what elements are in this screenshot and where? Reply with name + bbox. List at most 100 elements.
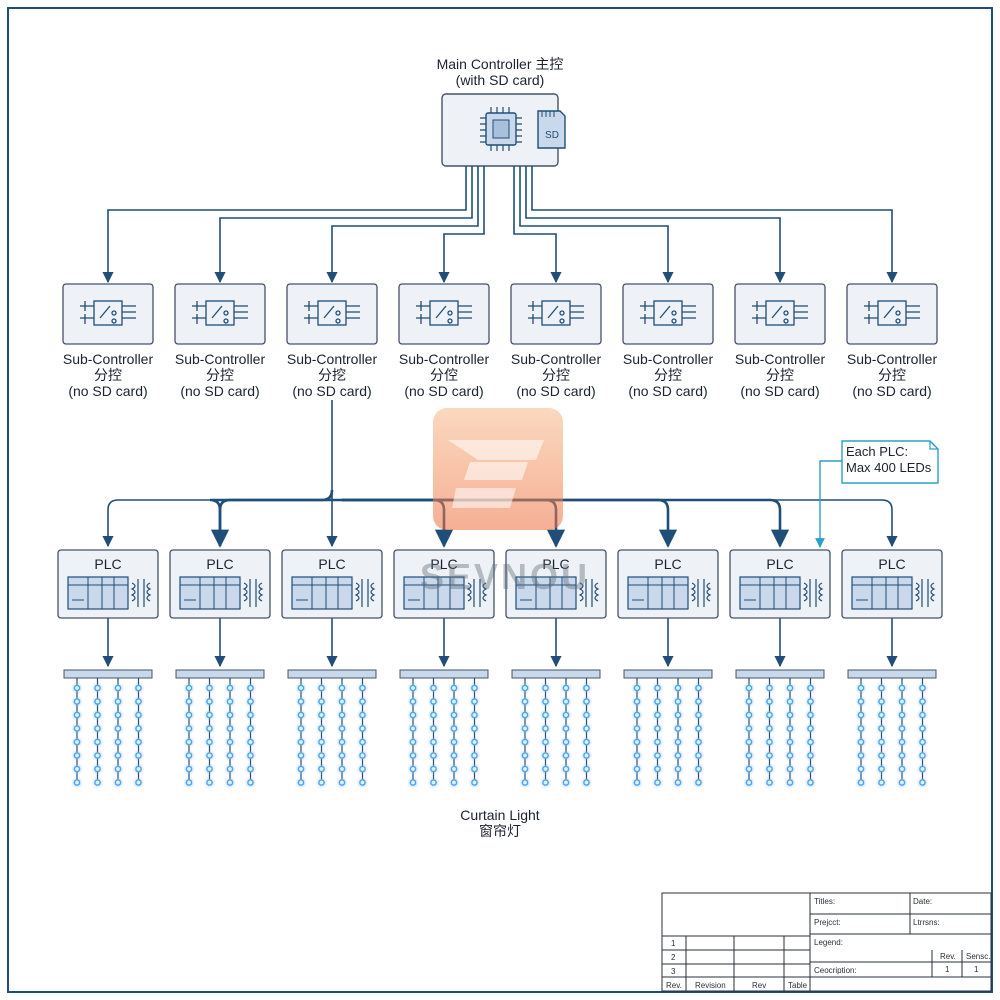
led-bulb [226, 752, 234, 759]
led-string [633, 678, 641, 786]
led-string [114, 678, 122, 786]
led-bulb [73, 738, 81, 746]
led-bulb [674, 698, 682, 705]
plc-title: PLC [318, 556, 346, 572]
led-bulb [898, 698, 906, 705]
led-string [521, 678, 529, 786]
led-bulb [807, 779, 814, 786]
led-bulb [135, 752, 142, 759]
tb-legend: Legend: [814, 938, 843, 947]
led-bulb [185, 752, 193, 759]
led-bulb [654, 765, 661, 773]
curtain-light-unit [175, 669, 265, 786]
led-string [898, 678, 906, 786]
sub-controller-note: (no SD card) [404, 383, 484, 399]
led-bulb [674, 711, 682, 719]
led-bulb [878, 684, 885, 692]
led-bulb [73, 765, 81, 773]
sub-controller-title: Sub-Controller [62, 351, 154, 367]
led-string [542, 678, 549, 786]
led-bulb [695, 752, 702, 759]
led-bulb [521, 711, 529, 719]
led-bulb [633, 779, 641, 786]
led-bulb [878, 725, 885, 732]
sub-controller-box [62, 283, 154, 345]
led-string [318, 678, 325, 786]
sub-controller-note: (no SD card) [292, 383, 372, 399]
led-bulb [471, 752, 478, 759]
curtain-light-unit [847, 669, 937, 786]
sub-controller-title: Sub-Controller [510, 351, 602, 367]
sub-to-plc-connector [342, 498, 454, 548]
led-bulb [674, 779, 682, 786]
led-bulb [542, 765, 549, 773]
led-bulb [807, 738, 814, 746]
led-bulb [919, 725, 926, 732]
switch-icon [528, 300, 584, 326]
plc-note-line2: Max 400 LEDs [846, 460, 932, 475]
led-bulb [878, 752, 885, 759]
led-bulb [409, 752, 417, 759]
switch-icon [864, 300, 920, 326]
led-string [206, 678, 213, 786]
led-bulb [583, 738, 590, 746]
sub-controller-note: (no SD card) [628, 383, 708, 399]
led-bulb [226, 684, 234, 692]
led-string [226, 678, 234, 786]
led-bulb [786, 738, 794, 746]
led-bulb [471, 738, 478, 746]
main-to-sub-connector [214, 166, 473, 284]
tb-description: Ceocription: [814, 966, 857, 975]
led-bulb [766, 711, 773, 719]
led-bulb [206, 711, 213, 719]
sub-controller-title: Sub-Controller [622, 351, 714, 367]
led-bulb [695, 738, 702, 746]
sub-controller-label: Sub-Controller 分控 (no SD card) [160, 351, 280, 399]
plc-box [169, 549, 271, 619]
sub-controller-cn: 分控 [654, 367, 682, 383]
led-bulb [562, 725, 570, 732]
led-string [359, 678, 366, 786]
led-string [185, 678, 193, 786]
led-bulb [185, 765, 193, 773]
plc-note-line1: Each PLC: [846, 444, 909, 459]
led-bulb [919, 752, 926, 759]
led-bulb [654, 779, 661, 786]
plc-title: PLC [94, 556, 122, 572]
switch-icon [80, 300, 136, 326]
led-bulb [786, 684, 794, 692]
led-bulb [583, 725, 590, 732]
tb-project: Prejcct: [814, 918, 841, 927]
page-border [7, 7, 993, 993]
led-bulb [206, 698, 213, 705]
led-bulb [745, 684, 753, 692]
led-bulb [633, 765, 641, 773]
led-bulb [521, 779, 529, 786]
led-bulb [674, 752, 682, 759]
sub-controller-label: Sub-Controller 分控 (no SD card) [720, 351, 840, 399]
tb-row: 2 [671, 953, 676, 962]
led-bulb [185, 711, 193, 719]
transformer-icon [130, 579, 152, 607]
led-bulb [359, 765, 366, 773]
led-bulb [114, 765, 122, 773]
led-bulb [94, 698, 101, 705]
led-bulb [135, 698, 142, 705]
switch-icon [640, 300, 696, 326]
plc-module-icon [851, 576, 913, 610]
plc-module-icon [403, 576, 465, 610]
led-bulb [633, 752, 641, 759]
curtain-light-unit [735, 669, 825, 786]
led-bulb [114, 698, 122, 705]
sub-controller-title: Sub-Controller [734, 351, 826, 367]
led-bulb [226, 711, 234, 719]
led-bulb [338, 711, 346, 719]
led-bulb [318, 765, 325, 773]
watermark-text: SEVNOU [419, 556, 591, 597]
sub-controller-title: Sub-Controller [286, 351, 378, 367]
led-bulb [73, 725, 81, 732]
led-bulb [562, 698, 570, 705]
led-bulb [318, 738, 325, 746]
led-bulb [226, 765, 234, 773]
led-bulb [450, 752, 458, 759]
